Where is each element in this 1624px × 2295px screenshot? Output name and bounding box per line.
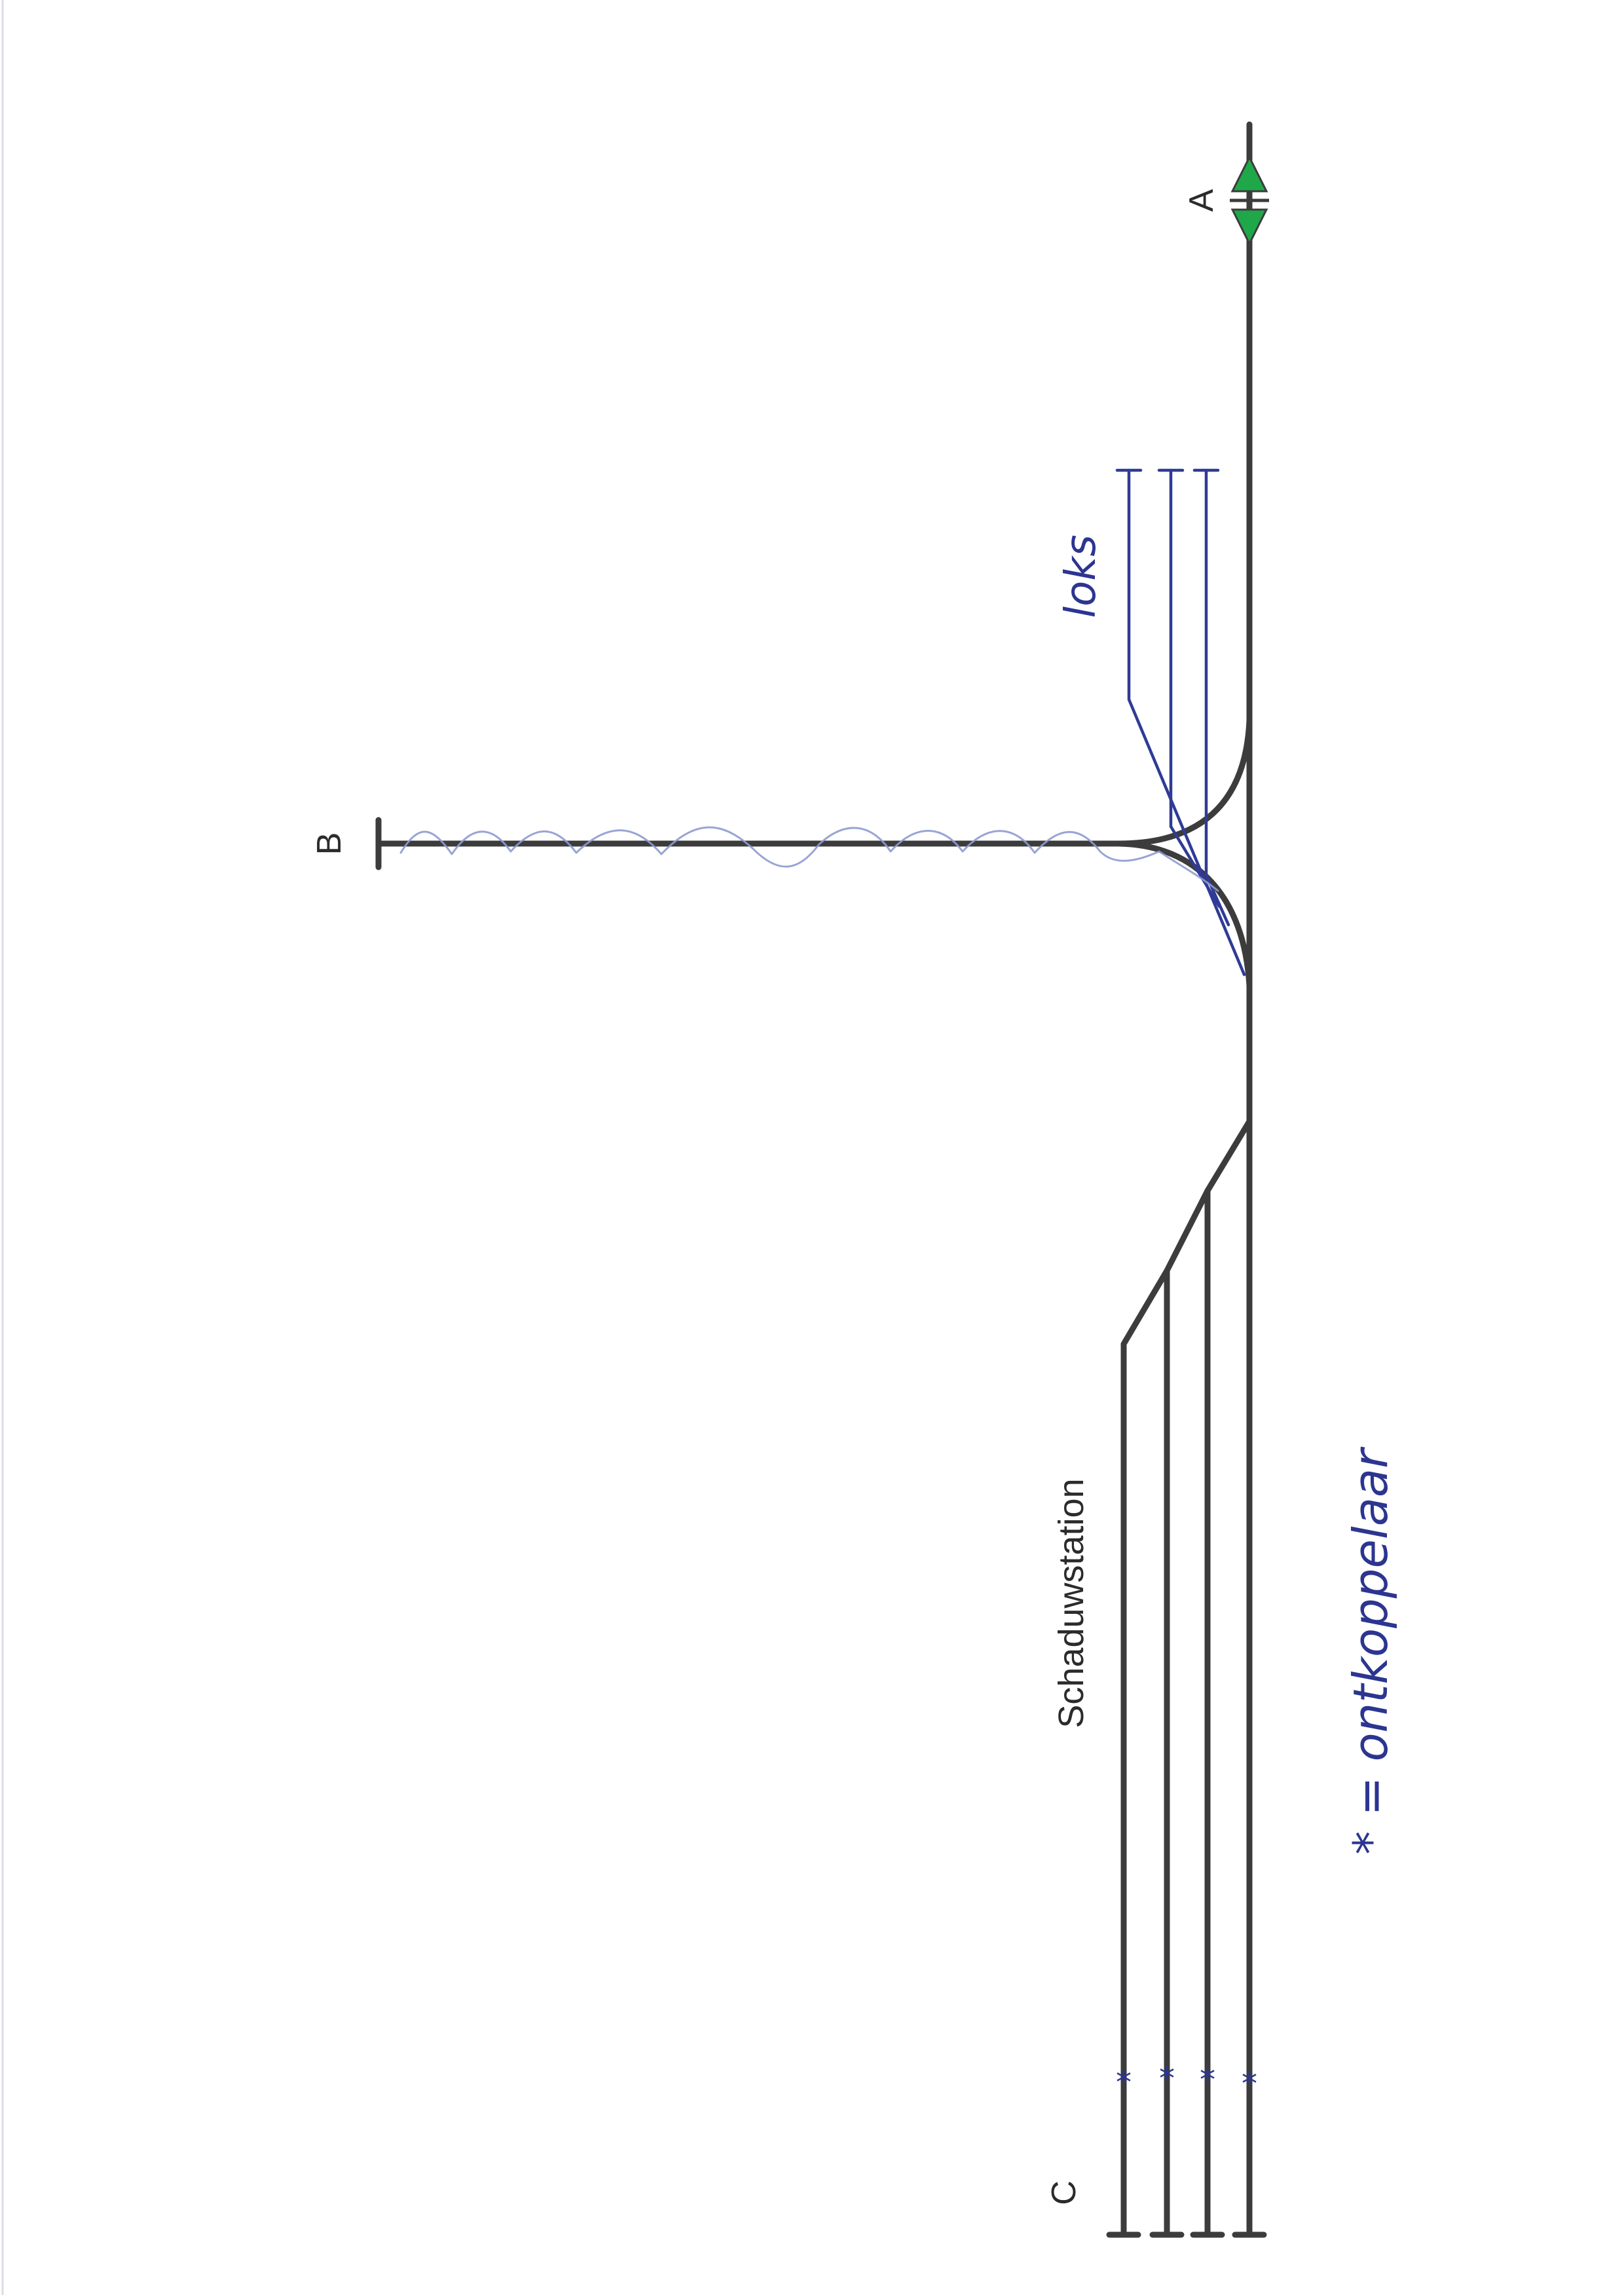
signal-triangle-down-icon (1230, 208, 1268, 246)
printed-tracks (375, 121, 1267, 2238)
uncoupler-4-icon: * (1242, 2066, 1257, 2102)
label-c: C (1045, 2180, 1083, 2205)
uncoupler-2-icon: * (1159, 2061, 1175, 2097)
signal-triangle-up-icon (1230, 155, 1268, 193)
uncoupler-3-icon: * (1200, 2062, 1215, 2099)
uncoupler-1-icon: * (1116, 2064, 1132, 2101)
label-b: B (310, 832, 348, 855)
handwritten-squiggle (399, 826, 1219, 892)
wye-curve-upper (1115, 717, 1253, 847)
green-double-triangle-signal-icon (1230, 155, 1269, 246)
uncouplers: * * * * (1116, 2061, 1257, 2102)
loco-spur-1 (1204, 468, 1230, 927)
wye-curve-lower (1115, 840, 1253, 989)
label-a: A (1183, 189, 1221, 212)
label-loks: loks (1057, 534, 1105, 618)
loco-spur-3 (1127, 468, 1246, 977)
station-track-1 (1120, 1267, 1170, 2238)
station-title: Schaduwstation (1052, 1478, 1091, 1728)
legend-ontkoppelaar: * = ontkoppelaar (1343, 1446, 1398, 1855)
loco-spur-2 (1169, 468, 1221, 908)
